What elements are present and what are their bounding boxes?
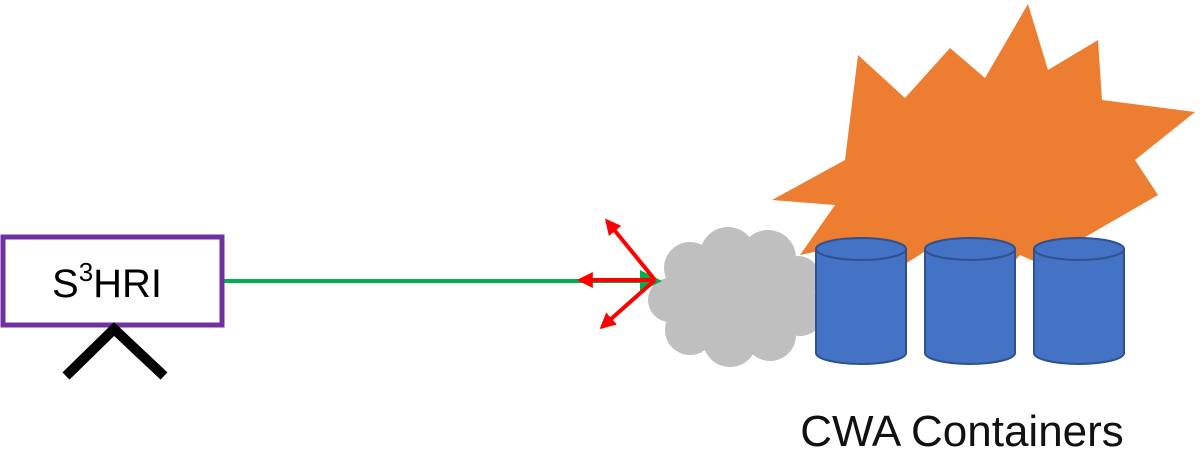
container: [1033, 237, 1125, 365]
container: [924, 237, 1016, 365]
containers-caption: CWA Containers: [800, 407, 1124, 453]
sensor-box: [0, 234, 225, 328]
scatter-arrows: [576, 218, 657, 330]
explosion-starburst: [772, 4, 1195, 300]
smoke-cloud: [648, 227, 824, 367]
sensor: S3HRI: [0, 234, 225, 380]
sensor-tripod: [62, 322, 168, 380]
scatter-arrow-up: [604, 218, 657, 282]
cwa-containers: [815, 237, 1125, 365]
scatter-arrow-down: [599, 278, 657, 330]
container: [815, 237, 907, 365]
explosion: [772, 4, 1195, 300]
sensor-label: S3HRI: [52, 257, 162, 306]
